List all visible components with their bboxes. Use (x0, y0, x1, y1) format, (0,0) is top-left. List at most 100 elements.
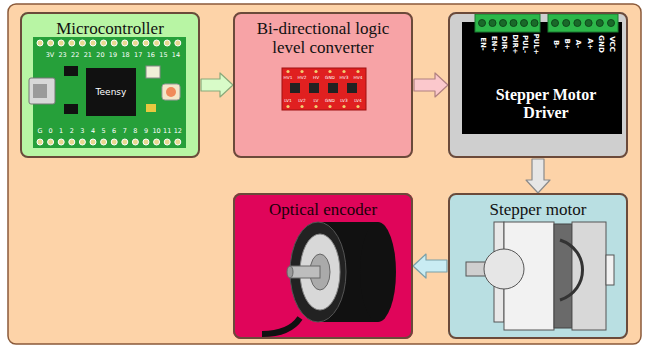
terminal-label: PUL+ (531, 33, 538, 54)
pin-pad (328, 70, 331, 73)
led (146, 104, 156, 112)
driver-module (462, 14, 622, 134)
module-label: Stepper Motor Driver (478, 86, 614, 122)
block-arrow (526, 159, 550, 193)
pin-pad (79, 40, 85, 46)
pin-pad (48, 40, 54, 46)
push-button (162, 84, 180, 100)
pin-pad (314, 70, 317, 73)
pin-pad (69, 40, 75, 46)
boss (484, 249, 524, 289)
pin-label: 17 (134, 52, 142, 59)
pin-pad (300, 105, 303, 108)
terminal-label: VCC (608, 36, 615, 52)
converter-box: Bi-directional logic level converter (233, 12, 413, 158)
mosfet (290, 83, 300, 93)
encoder-cable (262, 318, 300, 334)
pin-pad (342, 70, 345, 73)
pin-label: GND (325, 98, 335, 102)
terminal-label: DIR+ (510, 34, 517, 54)
pin-label: 18 (121, 52, 129, 59)
pin-pad (154, 139, 160, 145)
pin-label: 3V (46, 52, 55, 59)
box-fill (448, 12, 628, 158)
pin-label: 11 (163, 128, 171, 135)
button-cap (166, 87, 176, 97)
pin-pad (314, 105, 317, 108)
pin-pad (79, 139, 85, 145)
pin-pad (356, 70, 359, 73)
pin-label: 14 (172, 52, 180, 59)
pin-label: HV2 (298, 75, 307, 79)
motor-back (572, 222, 606, 330)
terminal-block (475, 14, 540, 32)
pin-label: 21 (84, 52, 92, 59)
pin-label: HV (313, 75, 319, 79)
pin-pad (356, 105, 359, 108)
pin-pad (132, 40, 138, 46)
mosfet (347, 83, 357, 93)
block-arrow (413, 254, 447, 278)
smd-part (146, 66, 160, 78)
terminal-screw (585, 20, 592, 27)
pin-label: 12 (174, 128, 182, 135)
block-arrow (201, 73, 233, 97)
terminal-label: PUL- (521, 35, 528, 53)
pin-pad (111, 139, 117, 145)
pin-pad (154, 40, 160, 46)
pin-label: LV2 (298, 98, 306, 102)
encoder-back (360, 222, 396, 322)
microcontroller-box: Microcontroller (20, 12, 200, 158)
chip-label: Teensy (96, 88, 127, 97)
terminal-screw (510, 20, 517, 27)
pin-label: HV3 (340, 75, 349, 79)
terminal-block (548, 14, 618, 32)
pin-pad (143, 139, 149, 145)
pin-pad (143, 40, 149, 46)
pin-label: LV4 (354, 98, 362, 102)
terminal-label: GND (596, 35, 603, 52)
pin-pad (122, 139, 128, 145)
box-title: Stepper motor (450, 200, 626, 219)
background-panel (8, 4, 641, 344)
pin-label: 22 (71, 52, 79, 59)
pin-label: 10 (152, 128, 160, 135)
pcb (33, 37, 186, 148)
usb-connector (29, 78, 55, 104)
block-arrow (414, 73, 448, 97)
pin-label: 9 (144, 128, 148, 135)
pcb (282, 68, 366, 110)
smd-part (64, 104, 78, 114)
pin-pad (175, 139, 181, 145)
pin-label: HV1 (284, 75, 293, 79)
smd-part (64, 66, 78, 76)
encoder-illustration (262, 222, 396, 334)
terminal-label: A+ (585, 38, 592, 49)
encoder-shaft (290, 266, 320, 278)
pin-label: 23 (58, 52, 66, 59)
pin-pad (90, 40, 96, 46)
pin-label: 4 (91, 128, 95, 135)
teensy-board (29, 37, 186, 148)
box-title: Optical encoder (235, 200, 411, 219)
pin-label: 2 (70, 128, 74, 135)
terminal-label: EN+ (489, 36, 496, 53)
pin-pad (69, 139, 75, 145)
box-title: Microcontroller (22, 19, 198, 38)
terminal-screw (563, 20, 570, 27)
motor-curve (560, 240, 583, 300)
pin-label: 5 (102, 128, 106, 135)
pin-label: 7 (123, 128, 127, 135)
terminal-screw (489, 20, 496, 27)
pin-label: HV4 (354, 75, 363, 79)
terminal-screw (479, 20, 486, 27)
terminal-label: A- (574, 40, 581, 48)
pin-pad (164, 40, 170, 46)
pin-label: 1 (59, 128, 63, 135)
pin-label: 15 (159, 52, 167, 59)
pin-pad (286, 70, 289, 73)
pin-label: 0 (49, 128, 53, 135)
encoder-face (290, 222, 346, 322)
pin-label: 20 (96, 52, 104, 59)
box-title: Bi-directional logic level converter (235, 19, 411, 57)
